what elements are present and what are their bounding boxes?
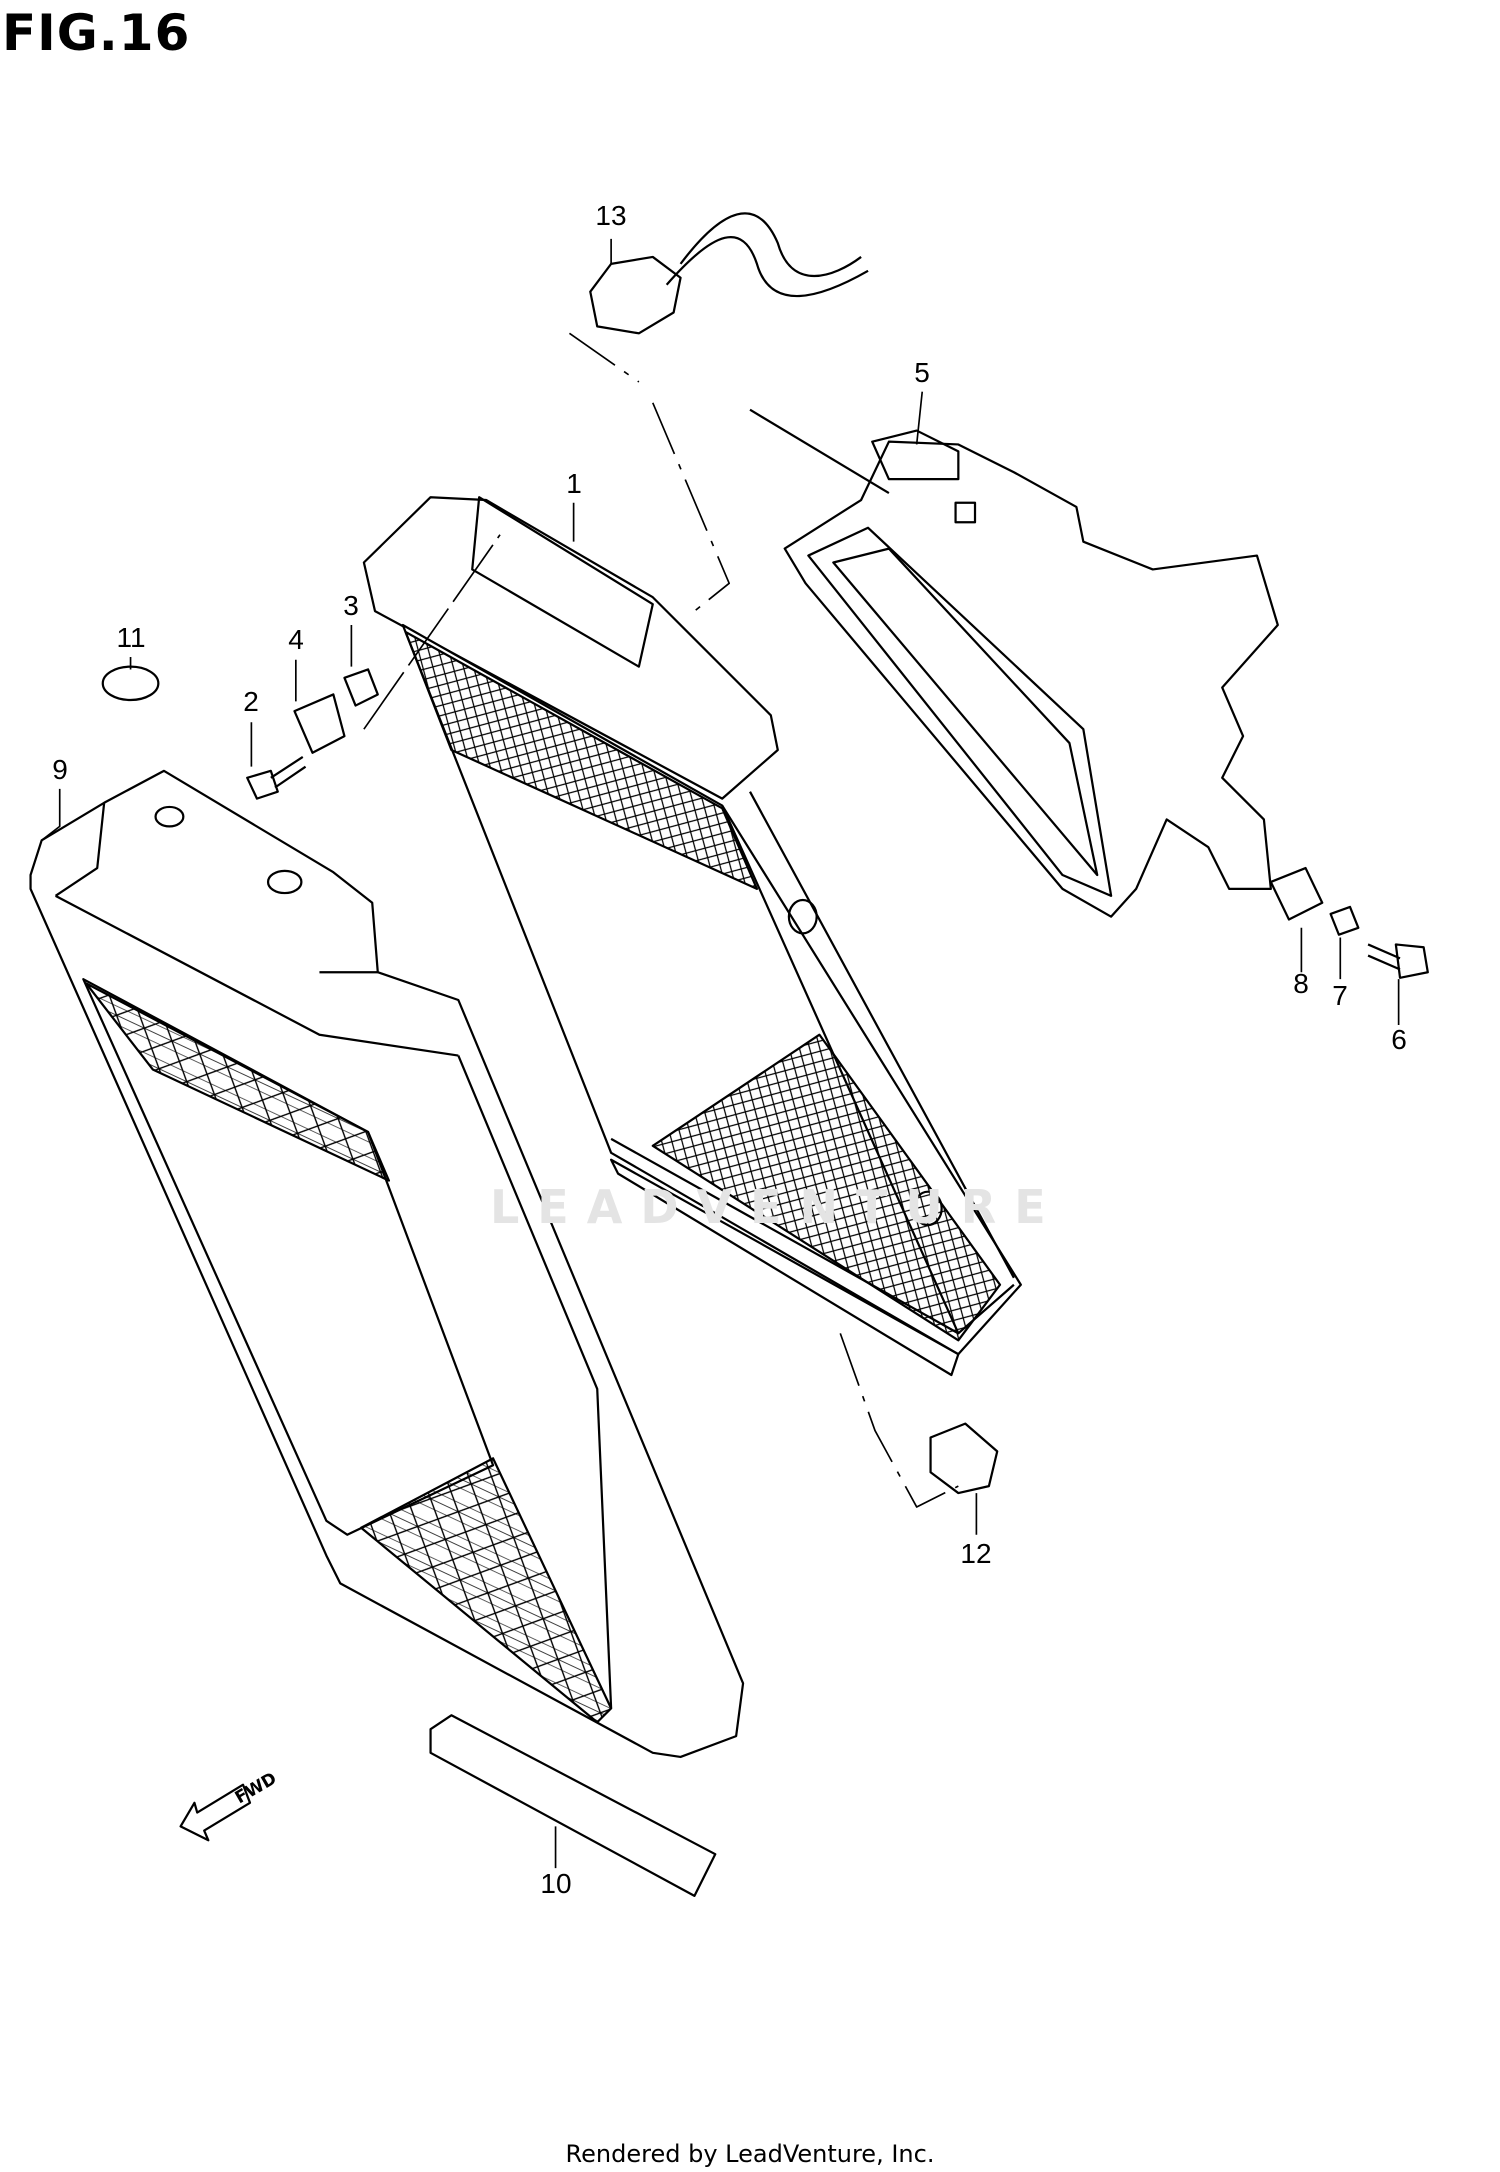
cushion-part-4 <box>293 693 346 754</box>
callout-2: 2 <box>243 686 259 717</box>
callout-4: 4 <box>288 624 304 655</box>
grommet-part-11 <box>101 665 160 702</box>
radiator-cover-part-9 <box>29 769 745 1759</box>
fwd-arrow <box>179 1783 252 1842</box>
fwd-label: FWD <box>232 1769 281 1809</box>
bolt-part-6 <box>1367 943 1429 979</box>
collar-part-3 <box>343 668 379 707</box>
bolt-part-2 <box>246 756 307 800</box>
callout-8: 8 <box>1293 968 1309 999</box>
callout-3: 3 <box>343 590 359 621</box>
cushion-part-8 <box>1269 866 1324 921</box>
sponge-part-10 <box>429 1714 717 1897</box>
callout-12: 12 <box>960 1538 992 1569</box>
radiator-part-1 <box>362 496 1022 1377</box>
figure-title: FIG.16 <box>2 4 191 62</box>
grommet-part-12 <box>929 1422 999 1495</box>
leader-lines <box>41 238 1400 1869</box>
callout-9: 9 <box>52 754 68 785</box>
thermo-sensor-part-13 <box>589 212 869 335</box>
footer-credit: Rendered by LeadVenture, Inc. <box>565 2140 935 2168</box>
callout-11: 11 <box>116 622 146 653</box>
callout-13: 13 <box>595 200 627 231</box>
fan-shroud-part-5 <box>749 408 1279 918</box>
collar-part-7 <box>1329 905 1360 936</box>
callout-1: 1 <box>566 468 582 499</box>
callout-10: 10 <box>540 1868 572 1899</box>
callout-5: 5 <box>914 357 930 388</box>
callout-6: 6 <box>1391 1024 1407 1055</box>
callout-7: 7 <box>1332 980 1348 1011</box>
small-parts <box>101 665 1429 1897</box>
